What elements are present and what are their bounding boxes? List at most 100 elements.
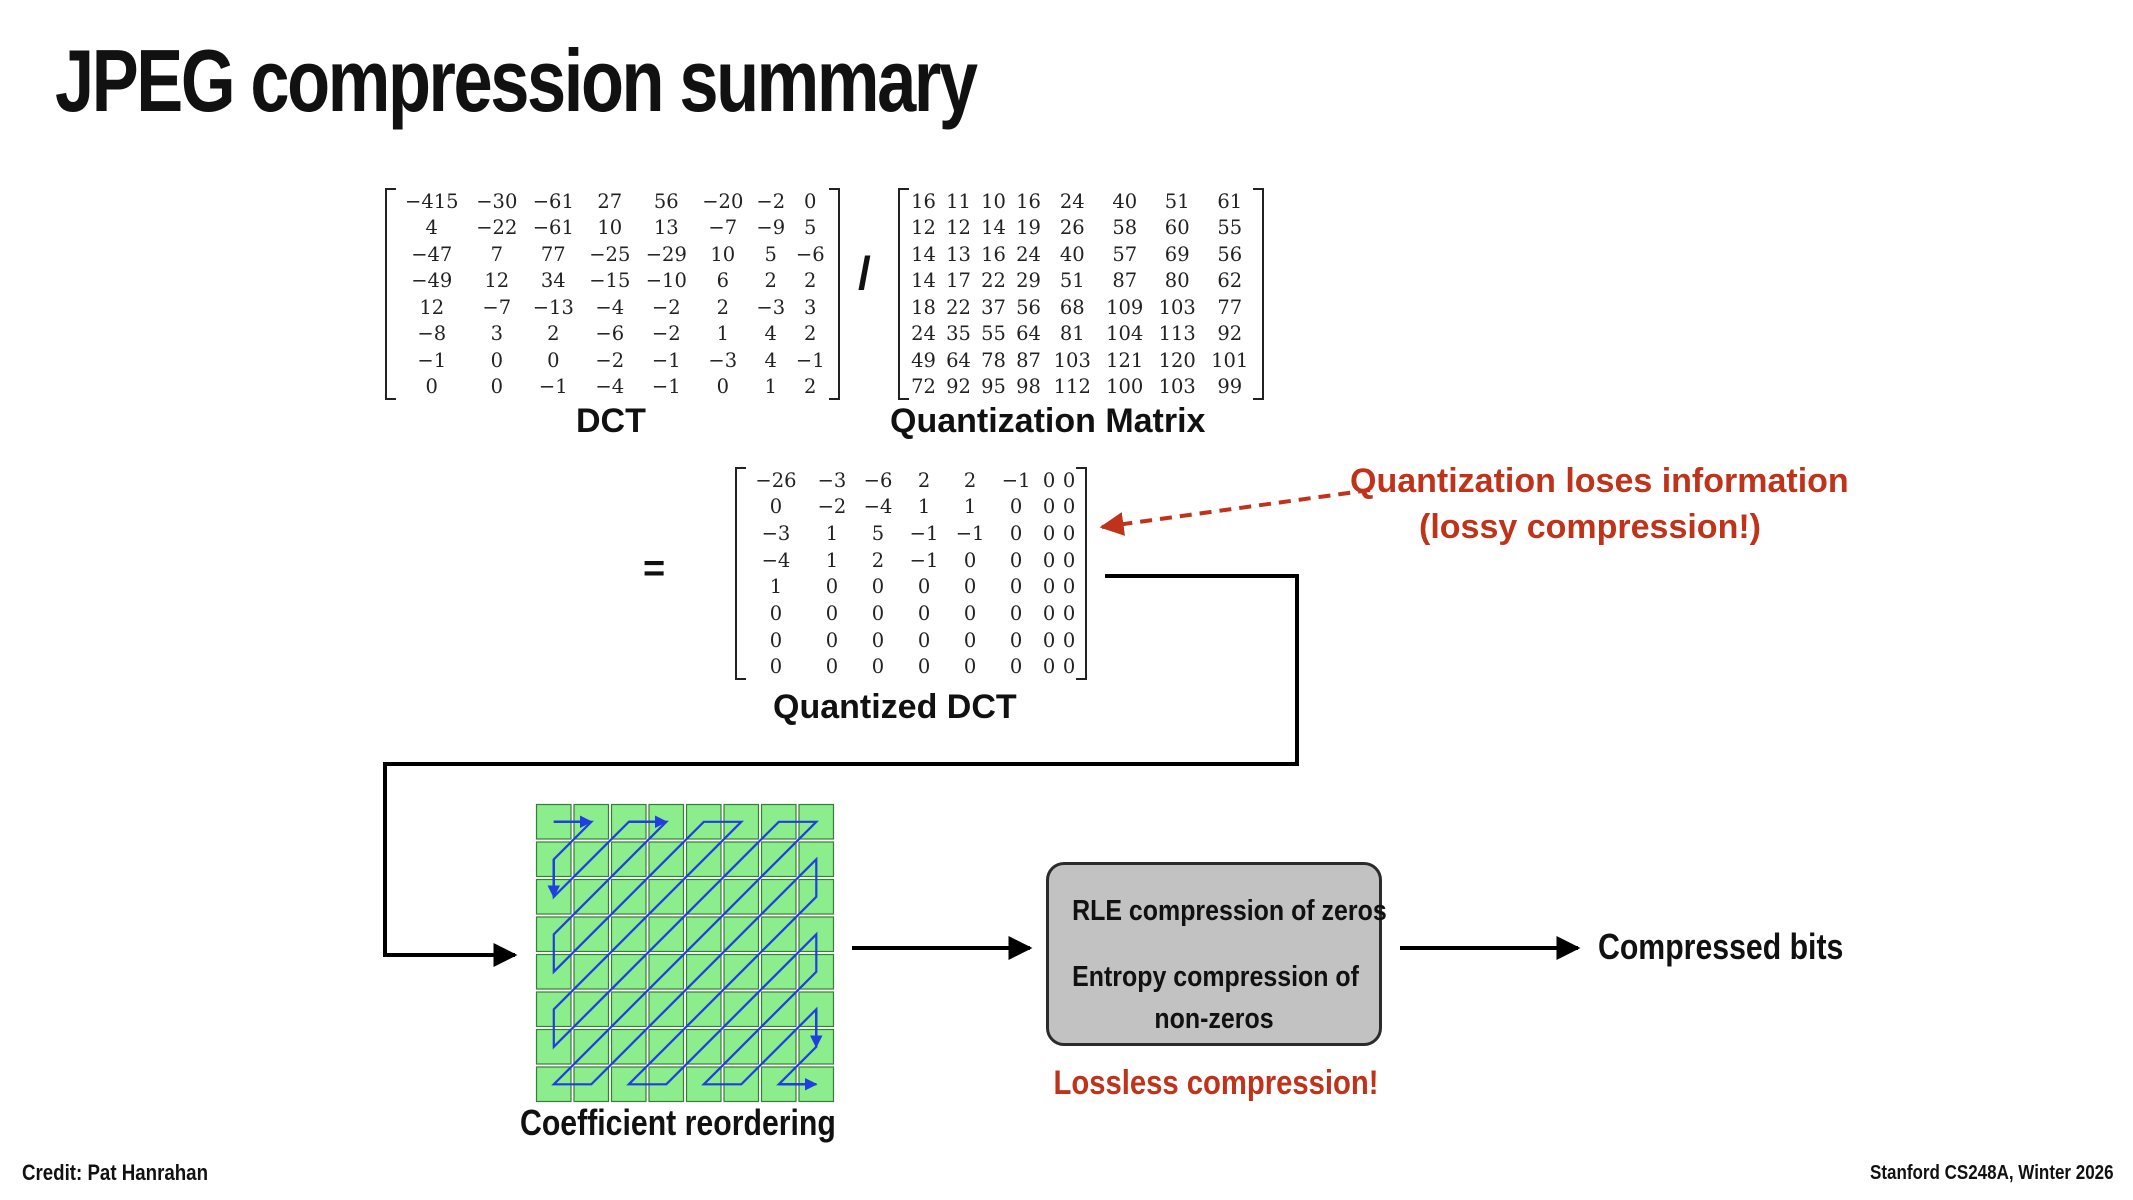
quant-cell: 24: [911, 322, 936, 346]
annotation-arrow: [1099, 488, 1371, 536]
quant-cell: 12: [946, 216, 971, 240]
dct-cell: 10: [597, 216, 623, 240]
dct-cell: −30: [476, 189, 518, 213]
quantized-cell: −1: [909, 548, 939, 572]
dct-cell: 0: [804, 189, 817, 213]
quant-cell: 40: [1059, 242, 1085, 266]
quantized-cell: 2: [963, 468, 977, 492]
dct-cell: −4: [595, 375, 625, 399]
quant-cell: 22: [946, 295, 971, 319]
compressed-bits-label: Compressed bits: [1598, 926, 1844, 967]
dct-cell: −6: [595, 322, 625, 346]
zigzag-path: [551, 820, 819, 1086]
quant-cell: 95: [981, 375, 1006, 399]
quant-cell: 19: [1016, 216, 1041, 240]
quant-cell: 22: [981, 269, 1006, 293]
dct-cell: −4: [595, 295, 625, 319]
dct-cell: −8: [417, 322, 447, 346]
quantized-cell: 1: [825, 522, 839, 546]
quantized-cell: −3: [761, 522, 791, 546]
quant-cell: 55: [1217, 216, 1243, 240]
quantized-cell: −6: [863, 468, 893, 492]
quantized-cell: 1: [917, 495, 931, 519]
quant-cell: 29: [1016, 269, 1041, 293]
credit-text: Credit: Pat Hanrahan: [22, 1160, 209, 1185]
quant-cell: 121: [1106, 348, 1144, 372]
quant-cell: 72: [911, 375, 936, 399]
quantized-cell: 2: [917, 468, 931, 492]
quant-cell: 17: [946, 269, 971, 293]
dct-cell: −7: [482, 295, 512, 319]
quant-cell: 18: [911, 295, 936, 319]
lossless-note: Lossless compression!: [1053, 1064, 1379, 1102]
quantized-cell: 0: [825, 628, 839, 652]
quantized-cell: 0: [1042, 628, 1056, 652]
quantized-cell: 0: [769, 655, 783, 679]
dct-cell: −22: [476, 216, 518, 240]
quantized-cell: 0: [1042, 655, 1056, 679]
quantized-cell: 0: [871, 575, 885, 599]
divide-symbol: /: [858, 247, 871, 299]
dct-cell: −3: [756, 295, 786, 319]
quant-cell: 16: [911, 189, 936, 213]
entropy-text-2: non-zeros: [1154, 1003, 1274, 1035]
dct-cell: 2: [764, 269, 777, 293]
quant-cell: 113: [1158, 322, 1196, 346]
dct-cell: −415: [404, 189, 459, 213]
dct-cell: 2: [547, 322, 560, 346]
quantized-dct-label: Quantized DCT: [773, 688, 1017, 726]
quant-cell: 80: [1164, 269, 1190, 293]
dct-cell: −2: [651, 295, 681, 319]
quantized-cell: 0: [1042, 522, 1056, 546]
coefficient-reordering-label: Coefficient reordering: [520, 1102, 836, 1143]
dct-cell: −10: [645, 269, 687, 293]
dct-cell: 4: [764, 348, 777, 372]
right-bracket: [1253, 188, 1264, 400]
dct-cell: −1: [417, 348, 447, 372]
quant-cell: 109: [1106, 295, 1144, 319]
entropy-text-1: Entropy compression of: [1072, 961, 1359, 993]
quantized-cell: −4: [761, 548, 791, 572]
quantized-cell: 0: [871, 655, 885, 679]
quant-cell: 40: [1112, 189, 1138, 213]
quantized-cell: 0: [1009, 522, 1023, 546]
quantized-cell: 0: [769, 601, 783, 625]
dct-cell: −6: [795, 242, 825, 266]
quant-cell: 56: [1217, 242, 1243, 266]
dct-cell: 0: [490, 375, 503, 399]
quant-cell: 14: [911, 269, 936, 293]
dct-cell: 4: [764, 322, 777, 346]
quant-cell: 26: [1059, 216, 1085, 240]
dct-cell: −61: [532, 189, 574, 213]
dct-cell: 0: [490, 348, 503, 372]
dct-cell: 34: [540, 269, 566, 293]
quant-cell: 14: [911, 242, 936, 266]
course-text: Stanford CS248A, Winter 2026: [1870, 1162, 2114, 1184]
quantized-cell: −1: [909, 522, 939, 546]
dct-cell: 1: [716, 322, 729, 346]
dct-cell: 3: [804, 295, 817, 319]
quant-cell: 14: [981, 216, 1006, 240]
quant-cell: 64: [946, 348, 971, 372]
quant-cell: 49: [911, 348, 936, 372]
quant-cell: 55: [981, 322, 1006, 346]
quant-cell: 103: [1158, 295, 1196, 319]
quantized-cell: 2: [871, 548, 885, 572]
quant-cell: 92: [946, 375, 971, 399]
dct-cell: −1: [651, 348, 681, 372]
dct-label: DCT: [576, 402, 646, 440]
quantized-cell: 0: [963, 655, 977, 679]
dct-cell: −9: [756, 216, 786, 240]
